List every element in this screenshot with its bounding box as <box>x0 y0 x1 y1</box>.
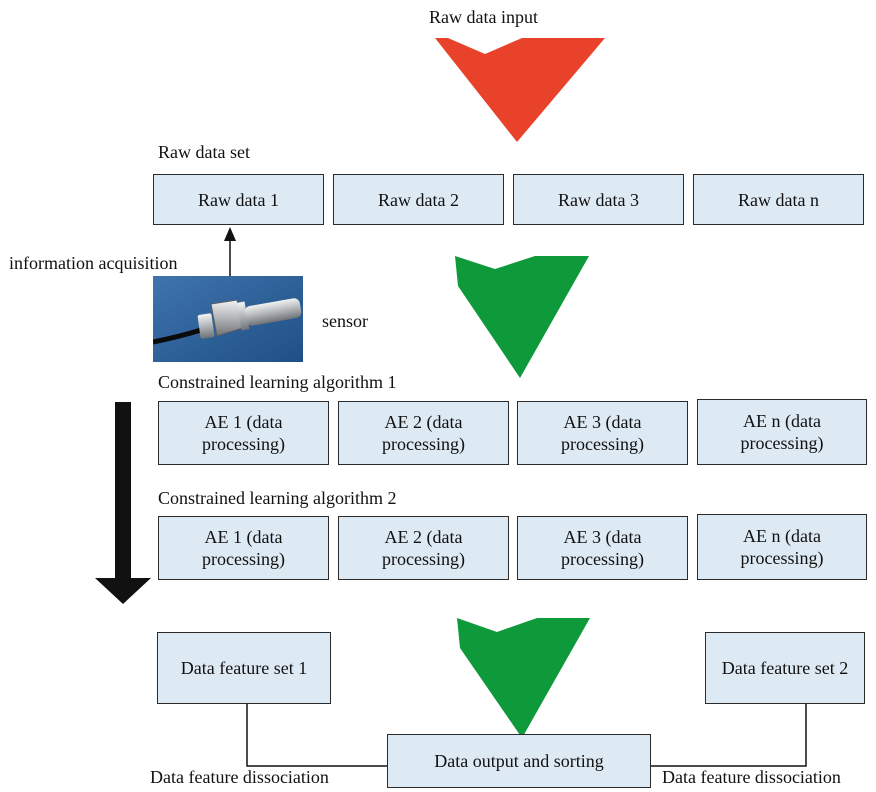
sensor-label: sensor <box>322 311 368 331</box>
sensor-photo <box>153 276 303 362</box>
ae-box-3: AE 3 (data processing) <box>517 401 688 465</box>
ae-box-1: AE 1 (data processing) <box>158 516 329 580</box>
raw-data-box-2: Raw data 2 <box>333 174 504 225</box>
dissociation-left-label: Data feature dissociation <box>150 767 329 787</box>
data-feature-set-1: Data feature set 1 <box>157 632 331 704</box>
arrowhead-icon <box>224 227 236 241</box>
dissociation-right-label: Data feature dissociation <box>662 767 841 787</box>
raw-data-box-1: Raw data 1 <box>153 174 324 225</box>
raw-data-set-label: Raw data set <box>158 142 250 162</box>
raw-data-box-n: Raw data n <box>693 174 864 225</box>
data-feature-set-2: Data feature set 2 <box>705 632 865 704</box>
ae-box-2: AE 2 (data processing) <box>338 516 509 580</box>
dissociation-left-connector <box>246 684 387 767</box>
diagram-title: Raw data input <box>429 7 538 27</box>
green-chevron-arrow-icon <box>455 256 589 378</box>
algorithm-2-label: Constrained learning algorithm 2 <box>158 488 397 508</box>
information-acquisition-label: information acquisition <box>9 253 178 273</box>
ae-box-3: AE 3 (data processing) <box>517 516 688 580</box>
ae-box-n: AE n (data processing) <box>697 399 867 465</box>
ae-box-n: AE n (data processing) <box>697 514 867 580</box>
red-chevron-arrow-icon <box>435 38 605 142</box>
ae-box-1: AE 1 (data processing) <box>158 401 329 465</box>
black-down-arrow-icon <box>95 402 151 604</box>
data-output-and-sorting: Data output and sorting <box>387 734 651 788</box>
raw-data-box-3: Raw data 3 <box>513 174 684 225</box>
dissociation-right-connector <box>651 684 807 767</box>
algorithm-1-label: Constrained learning algorithm 1 <box>158 372 397 392</box>
green-chevron-arrow-icon <box>457 618 590 738</box>
ae-box-2: AE 2 (data processing) <box>338 401 509 465</box>
